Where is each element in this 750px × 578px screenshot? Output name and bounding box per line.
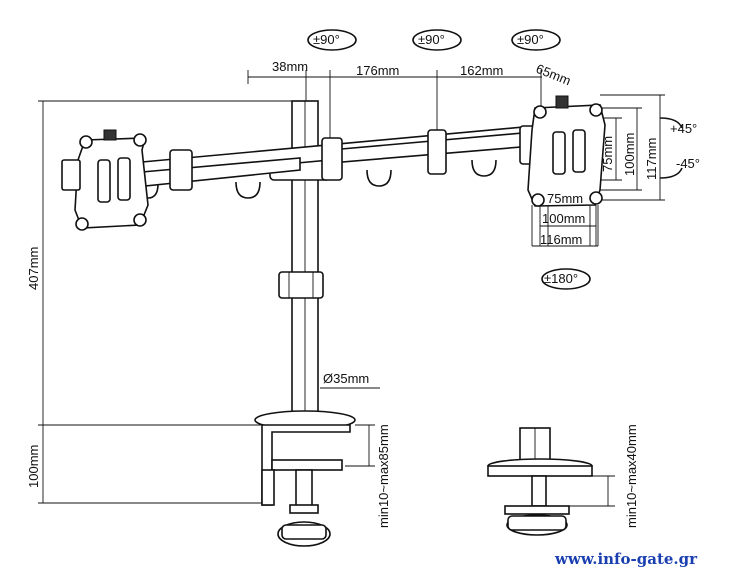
arm-dim-65: 65mm — [534, 61, 573, 88]
rotate-label: ±180° — [544, 271, 578, 286]
arm-dim-162: 162mm — [460, 63, 503, 78]
right-vesa-plate — [527, 95, 606, 207]
vesa-h75: 75mm — [600, 136, 615, 172]
tilt-up-label: +45° — [670, 121, 697, 136]
vesa-w100: 100mm — [542, 211, 585, 226]
vesa-h100: 100mm — [622, 133, 637, 176]
arm-dim-38: 38mm — [272, 59, 308, 74]
clamp-range-main: min10~max85mm — [376, 424, 391, 528]
height-dimension — [38, 100, 300, 504]
watermark: www.info-gate.gr — [554, 550, 698, 568]
clamp-range-grommet: min10~max40mm — [624, 424, 639, 528]
tilt-label-3: ±90° — [517, 32, 544, 47]
clamp-dimension-lines — [320, 387, 615, 507]
tilt-down-label: -45° — [676, 156, 700, 171]
grommet-clamp — [487, 427, 593, 536]
tilt-label-2: ±90° — [418, 32, 445, 47]
main-clamp — [254, 410, 356, 547]
vesa-h117: 117mm — [644, 138, 659, 180]
vesa-w116: 116mm — [540, 232, 582, 247]
vesa-w75: 75mm — [547, 191, 583, 206]
arm — [137, 124, 549, 199]
arm-dim-176: 176mm — [356, 63, 399, 78]
pole-diameter-label: Ø35mm — [323, 371, 369, 386]
pole-height-label: 407mm — [26, 247, 41, 290]
base-height-label: 100mm — [26, 445, 41, 488]
tilt-label-1: ±90° — [313, 32, 340, 47]
rotation-icons — [307, 29, 683, 290]
left-vesa-plate — [61, 129, 149, 231]
